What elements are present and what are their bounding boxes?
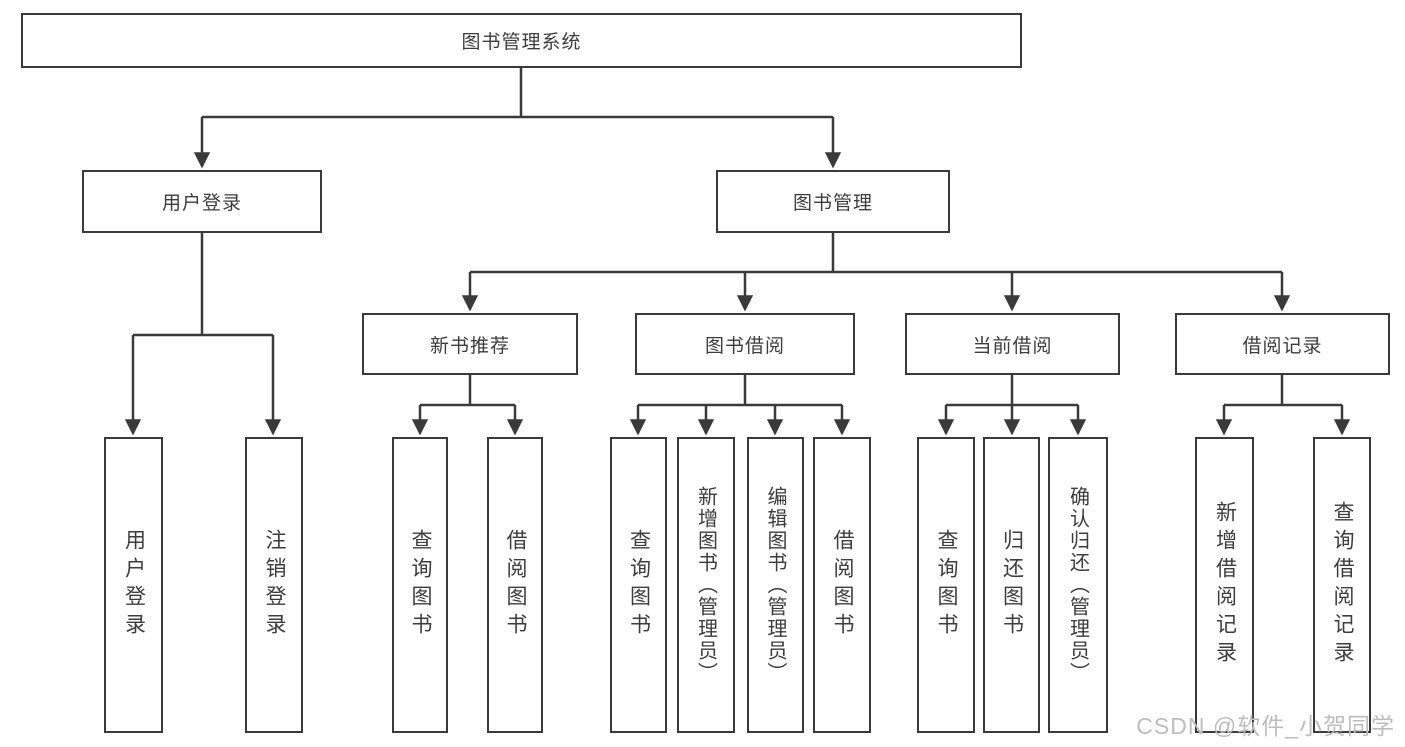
- leaf-query-books-borrow: 查询图书: [610, 437, 667, 733]
- leaf-query-borrow-record: 查询借阅记录: [1313, 437, 1371, 733]
- node-book-management: 图书管理: [716, 170, 950, 233]
- leaf-add-borrow-record: 新增借阅记录: [1195, 437, 1254, 733]
- leaf-add-book-admin: 新增图书（管理员）: [677, 437, 735, 733]
- leaf-return-book: 归还图书: [983, 437, 1040, 733]
- node-library-management-system: 图书管理系统: [21, 13, 1022, 68]
- leaf-borrow-books-recommend: 借阅图书: [487, 437, 543, 733]
- node-current-borrow: 当前借阅: [905, 313, 1120, 375]
- leaf-confirm-return-admin: 确认归还（管理员）: [1048, 437, 1108, 733]
- leaf-user-login: 用户登录: [104, 437, 163, 733]
- leaf-edit-book-admin: 编辑图书（管理员）: [747, 437, 804, 733]
- node-book-borrow: 图书借阅: [635, 313, 855, 375]
- node-user-login: 用户登录: [82, 170, 322, 233]
- leaf-query-books-current: 查询图书: [917, 437, 975, 733]
- node-new-book-recommend: 新书推荐: [362, 313, 578, 375]
- node-borrow-records: 借阅记录: [1175, 313, 1390, 375]
- csdn-watermark: CSDN @软件_小贺同学: [1136, 713, 1395, 739]
- leaf-logout: 注销登录: [245, 437, 303, 733]
- leaf-borrow-books: 借阅图书: [813, 437, 871, 733]
- leaf-query-books-recommend: 查询图书: [392, 437, 448, 733]
